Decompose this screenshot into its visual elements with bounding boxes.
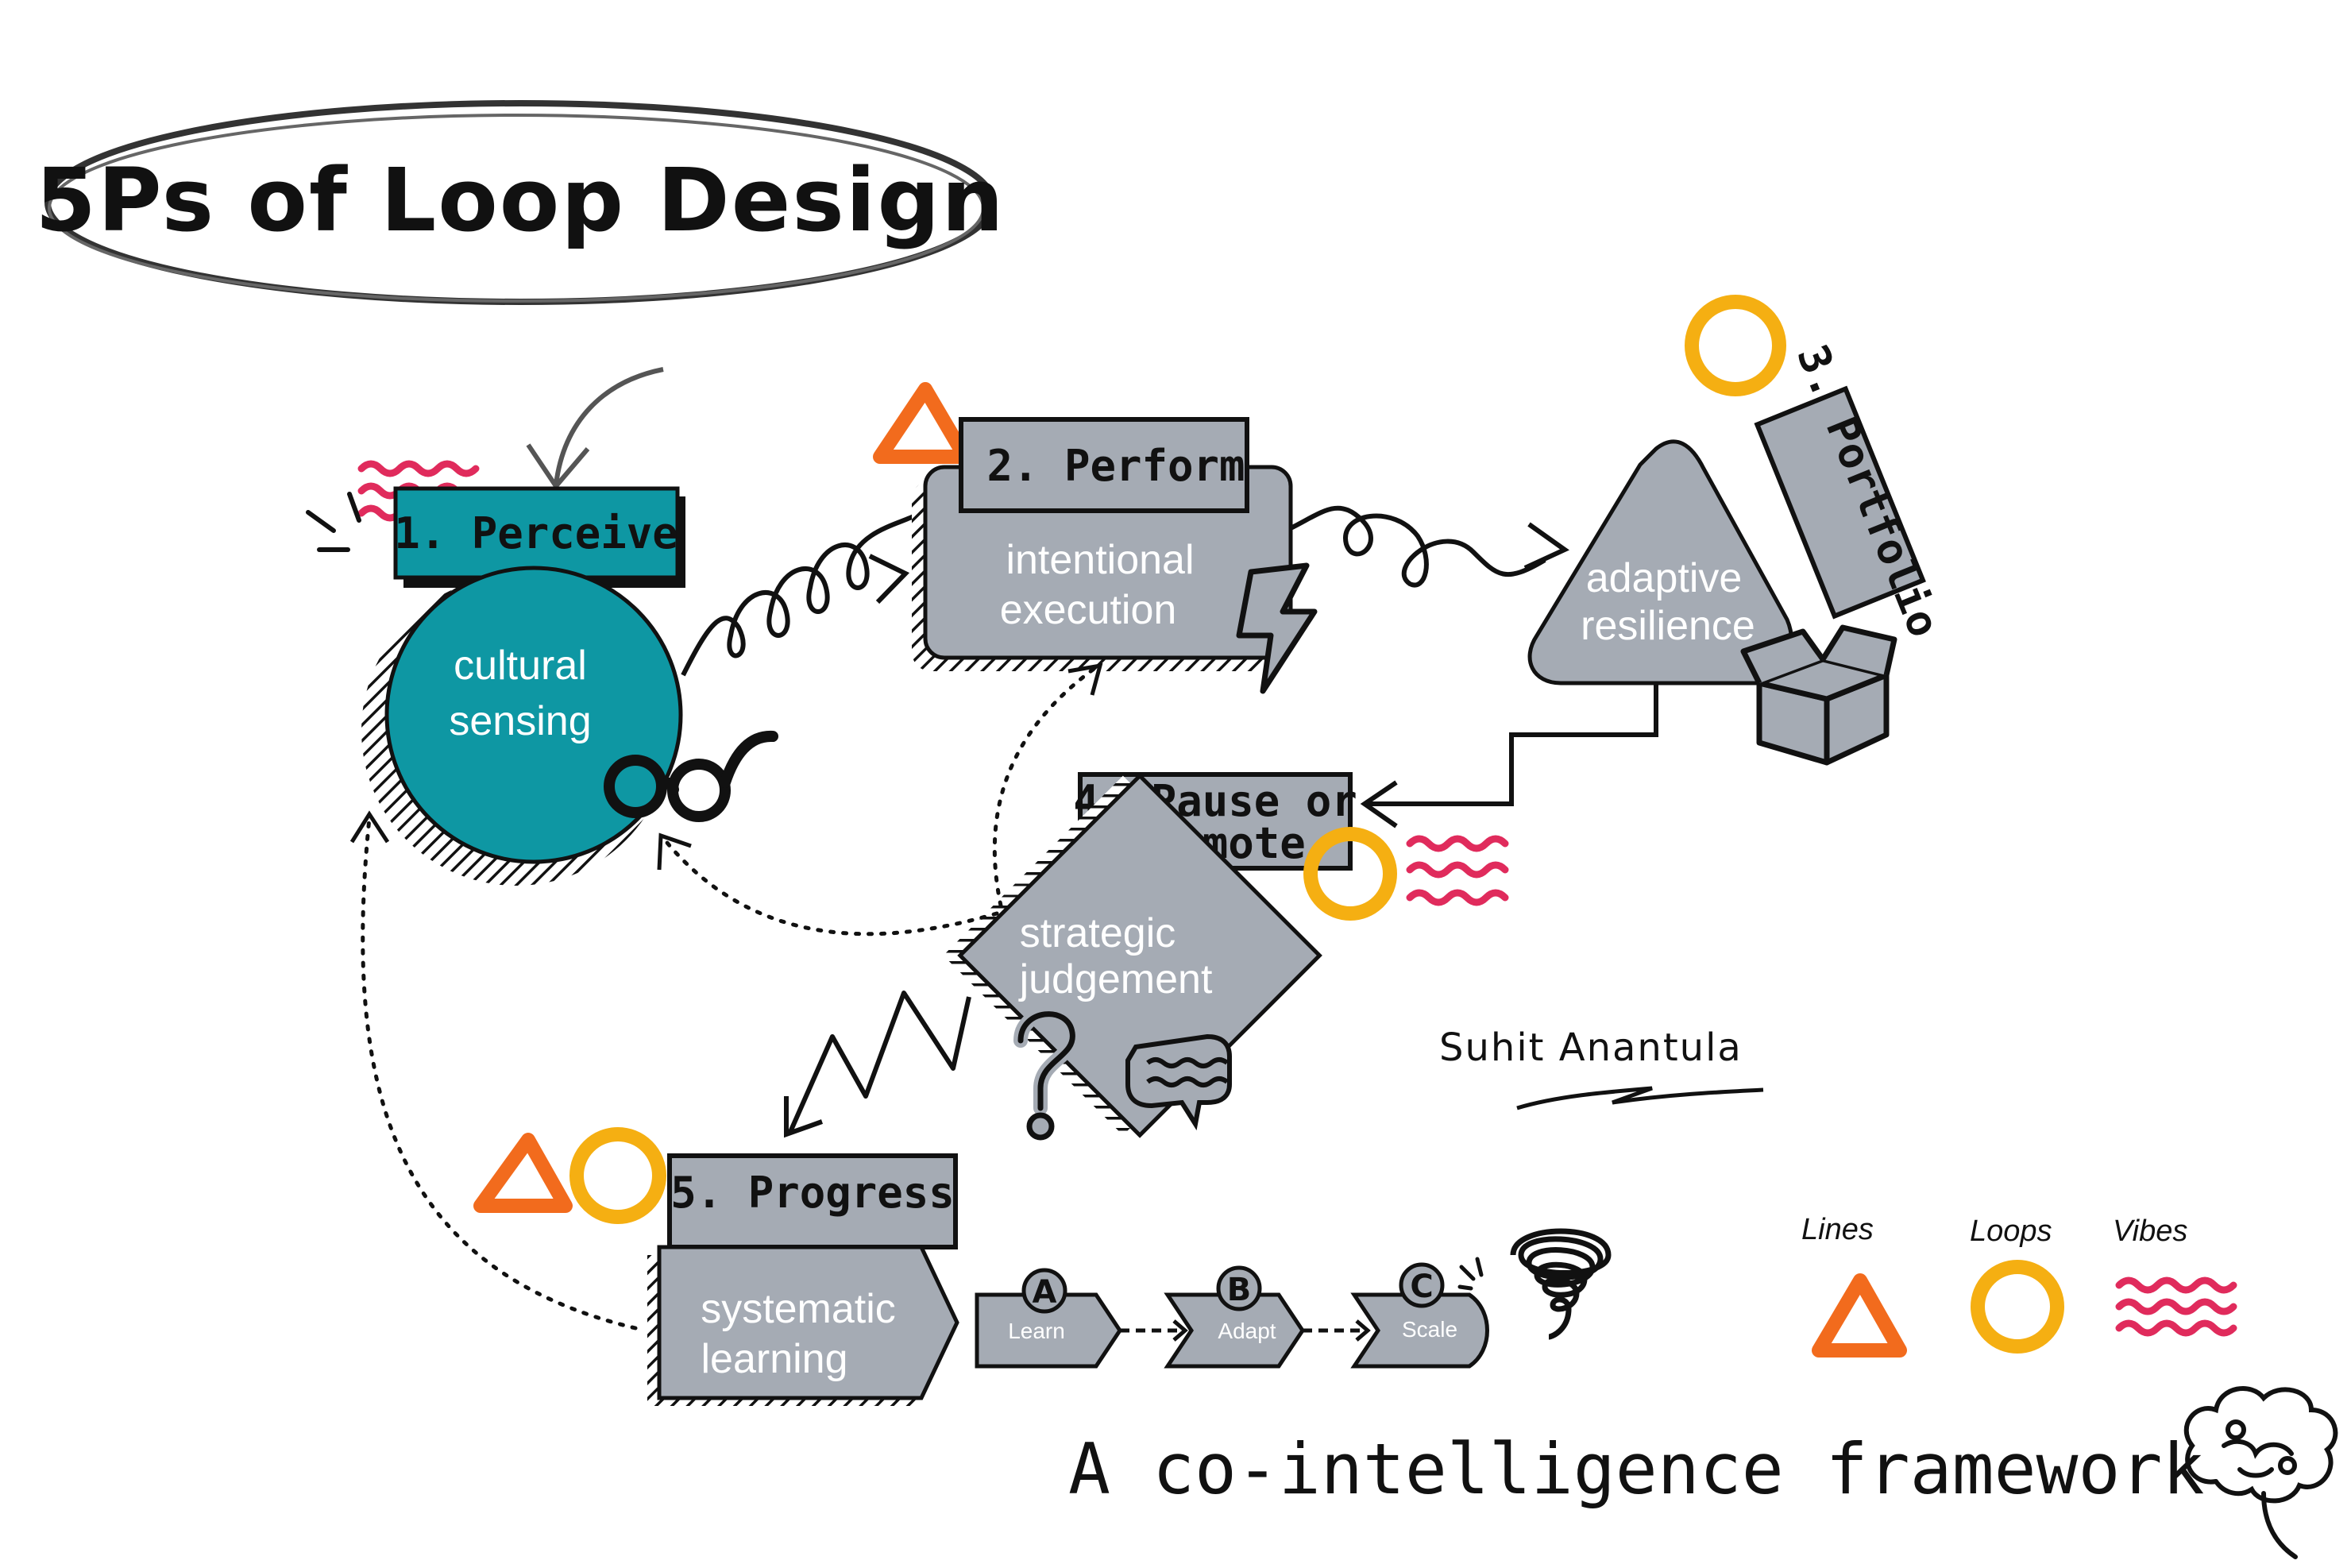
- incoming-arrow: [554, 367, 664, 485]
- step-letter-c: C: [1410, 1269, 1433, 1305]
- title-group: 5Ps of Loop Design: [35, 100, 1005, 305]
- step-perform: 2. Perform intentional execution: [873, 382, 1318, 694]
- step-portfolio: 3. Portfolio adaptive resilience: [1527, 295, 1950, 766]
- perceive-body-1: cultural: [454, 643, 587, 689]
- legend-triangle-icon: [1812, 1273, 1907, 1358]
- pause-loop-icon: [1303, 827, 1397, 921]
- elbow-arrowhead: [1360, 780, 1398, 828]
- progress-triangle-icon: [473, 1133, 573, 1213]
- incoming-arrowhead: [526, 443, 590, 490]
- progress-step-learn: A Learn: [975, 1268, 1123, 1369]
- step-pause: 4. Pause or Promote strategic judgement: [943, 772, 1509, 1141]
- legend-lines-label: Lines: [1801, 1213, 1874, 1246]
- spark-icon: [306, 492, 361, 552]
- legend: Lines Loops Vibes: [1801, 1213, 2237, 1358]
- glasses-icon: [604, 730, 778, 822]
- box-icon: [1740, 624, 1897, 766]
- step-letter-b: B: [1227, 1272, 1252, 1308]
- progress-steps: A Learn B Adapt C Scale: [975, 1228, 1612, 1369]
- legend-loop-icon: [1971, 1260, 2064, 1354]
- progress-loop-icon: [569, 1127, 666, 1224]
- pause-diamond: [957, 773, 1322, 1138]
- loopy-connector: [1289, 505, 1546, 588]
- portfolio-body-2: resilience: [1581, 603, 1755, 649]
- spring-connector: [681, 514, 915, 677]
- legend-vibes-icon: [2115, 1276, 2237, 1337]
- progress-body-1: systematic: [701, 1286, 896, 1332]
- step-label-scale: Scale: [1402, 1317, 1457, 1342]
- progress-body-2: learning: [701, 1336, 847, 1382]
- triangle-icon: [873, 382, 972, 464]
- dotted-pause-to-perceive-head: [657, 832, 692, 871]
- perceive-body-2: sensing: [449, 698, 591, 744]
- legend-loops-label: Loops: [1970, 1215, 2052, 1248]
- signature-underline: [1516, 1086, 1764, 1110]
- loop-icon: [1685, 295, 1786, 396]
- portfolio-body-1: adaptive: [1586, 555, 1743, 601]
- portfolio-label-box: [1754, 385, 1926, 620]
- dotted-pause-to-perform: [992, 665, 1098, 908]
- legend-vibes-label: Vibes: [2113, 1215, 2187, 1248]
- progress-step-adapt: B Adapt: [1164, 1265, 1306, 1369]
- dotted-progress-to-perceive: [361, 816, 638, 1330]
- perform-label: 2. Perform: [986, 441, 1245, 491]
- lightning-icon: [1236, 562, 1318, 694]
- signature: Suhit Anantula: [1439, 1025, 1743, 1070]
- perform-label-box: [959, 417, 1249, 513]
- progress-label: 5. Progress: [670, 1168, 955, 1218]
- question-icon: [1013, 1006, 1080, 1141]
- perceive-label: 1. Perceive: [394, 508, 678, 558]
- spark-icon-2: [1457, 1257, 1484, 1291]
- title-oval-stroke2: [48, 114, 985, 303]
- pause-body-2: judgement: [1018, 956, 1213, 1002]
- zigzag-connector: [788, 991, 971, 1134]
- page-title: 5Ps of Loop Design: [35, 149, 1005, 251]
- zigzag-arrowhead: [784, 1096, 824, 1138]
- perform-body-1: intentional: [1006, 537, 1194, 583]
- step-progress: 5. Progress systematic learning: [473, 1127, 959, 1406]
- elbow-connector: [1366, 683, 1658, 806]
- step-label-adapt: Adapt: [1218, 1319, 1276, 1343]
- loopy-arrowhead: [1523, 522, 1569, 570]
- dotted-progress-to-perceive-head: [349, 810, 390, 844]
- brain-icon: [2183, 1386, 2338, 1559]
- progress-body: [657, 1245, 959, 1400]
- dotted-pause-to-perform-head: [1067, 662, 1103, 696]
- tagline-group: A co-intelligence framework: [1068, 1386, 2338, 1559]
- speech-bubble-icon: [1125, 1033, 1232, 1131]
- signature-group: Suhit Anantula: [1439, 1025, 1764, 1110]
- perceive-label-box: [393, 486, 680, 580]
- step-letter-a: A: [1033, 1274, 1057, 1311]
- spring-icon: [1510, 1228, 1612, 1340]
- dotted-pause-to-perceive: [661, 836, 999, 937]
- progress-label-box: [667, 1153, 958, 1249]
- step-label-learn: Learn: [1008, 1319, 1065, 1343]
- pause-body-1: strategic: [1020, 910, 1176, 956]
- step-perceive: 1. Perceive cultural sensing: [306, 367, 778, 886]
- perform-body-2: execution: [1000, 587, 1177, 633]
- progress-step-scale: C Scale: [1350, 1262, 1489, 1369]
- pause-vibes-icon: [1406, 835, 1509, 906]
- spring-arrowhead: [868, 554, 910, 604]
- tagline: A co-intelligence framework: [1068, 1428, 2204, 1510]
